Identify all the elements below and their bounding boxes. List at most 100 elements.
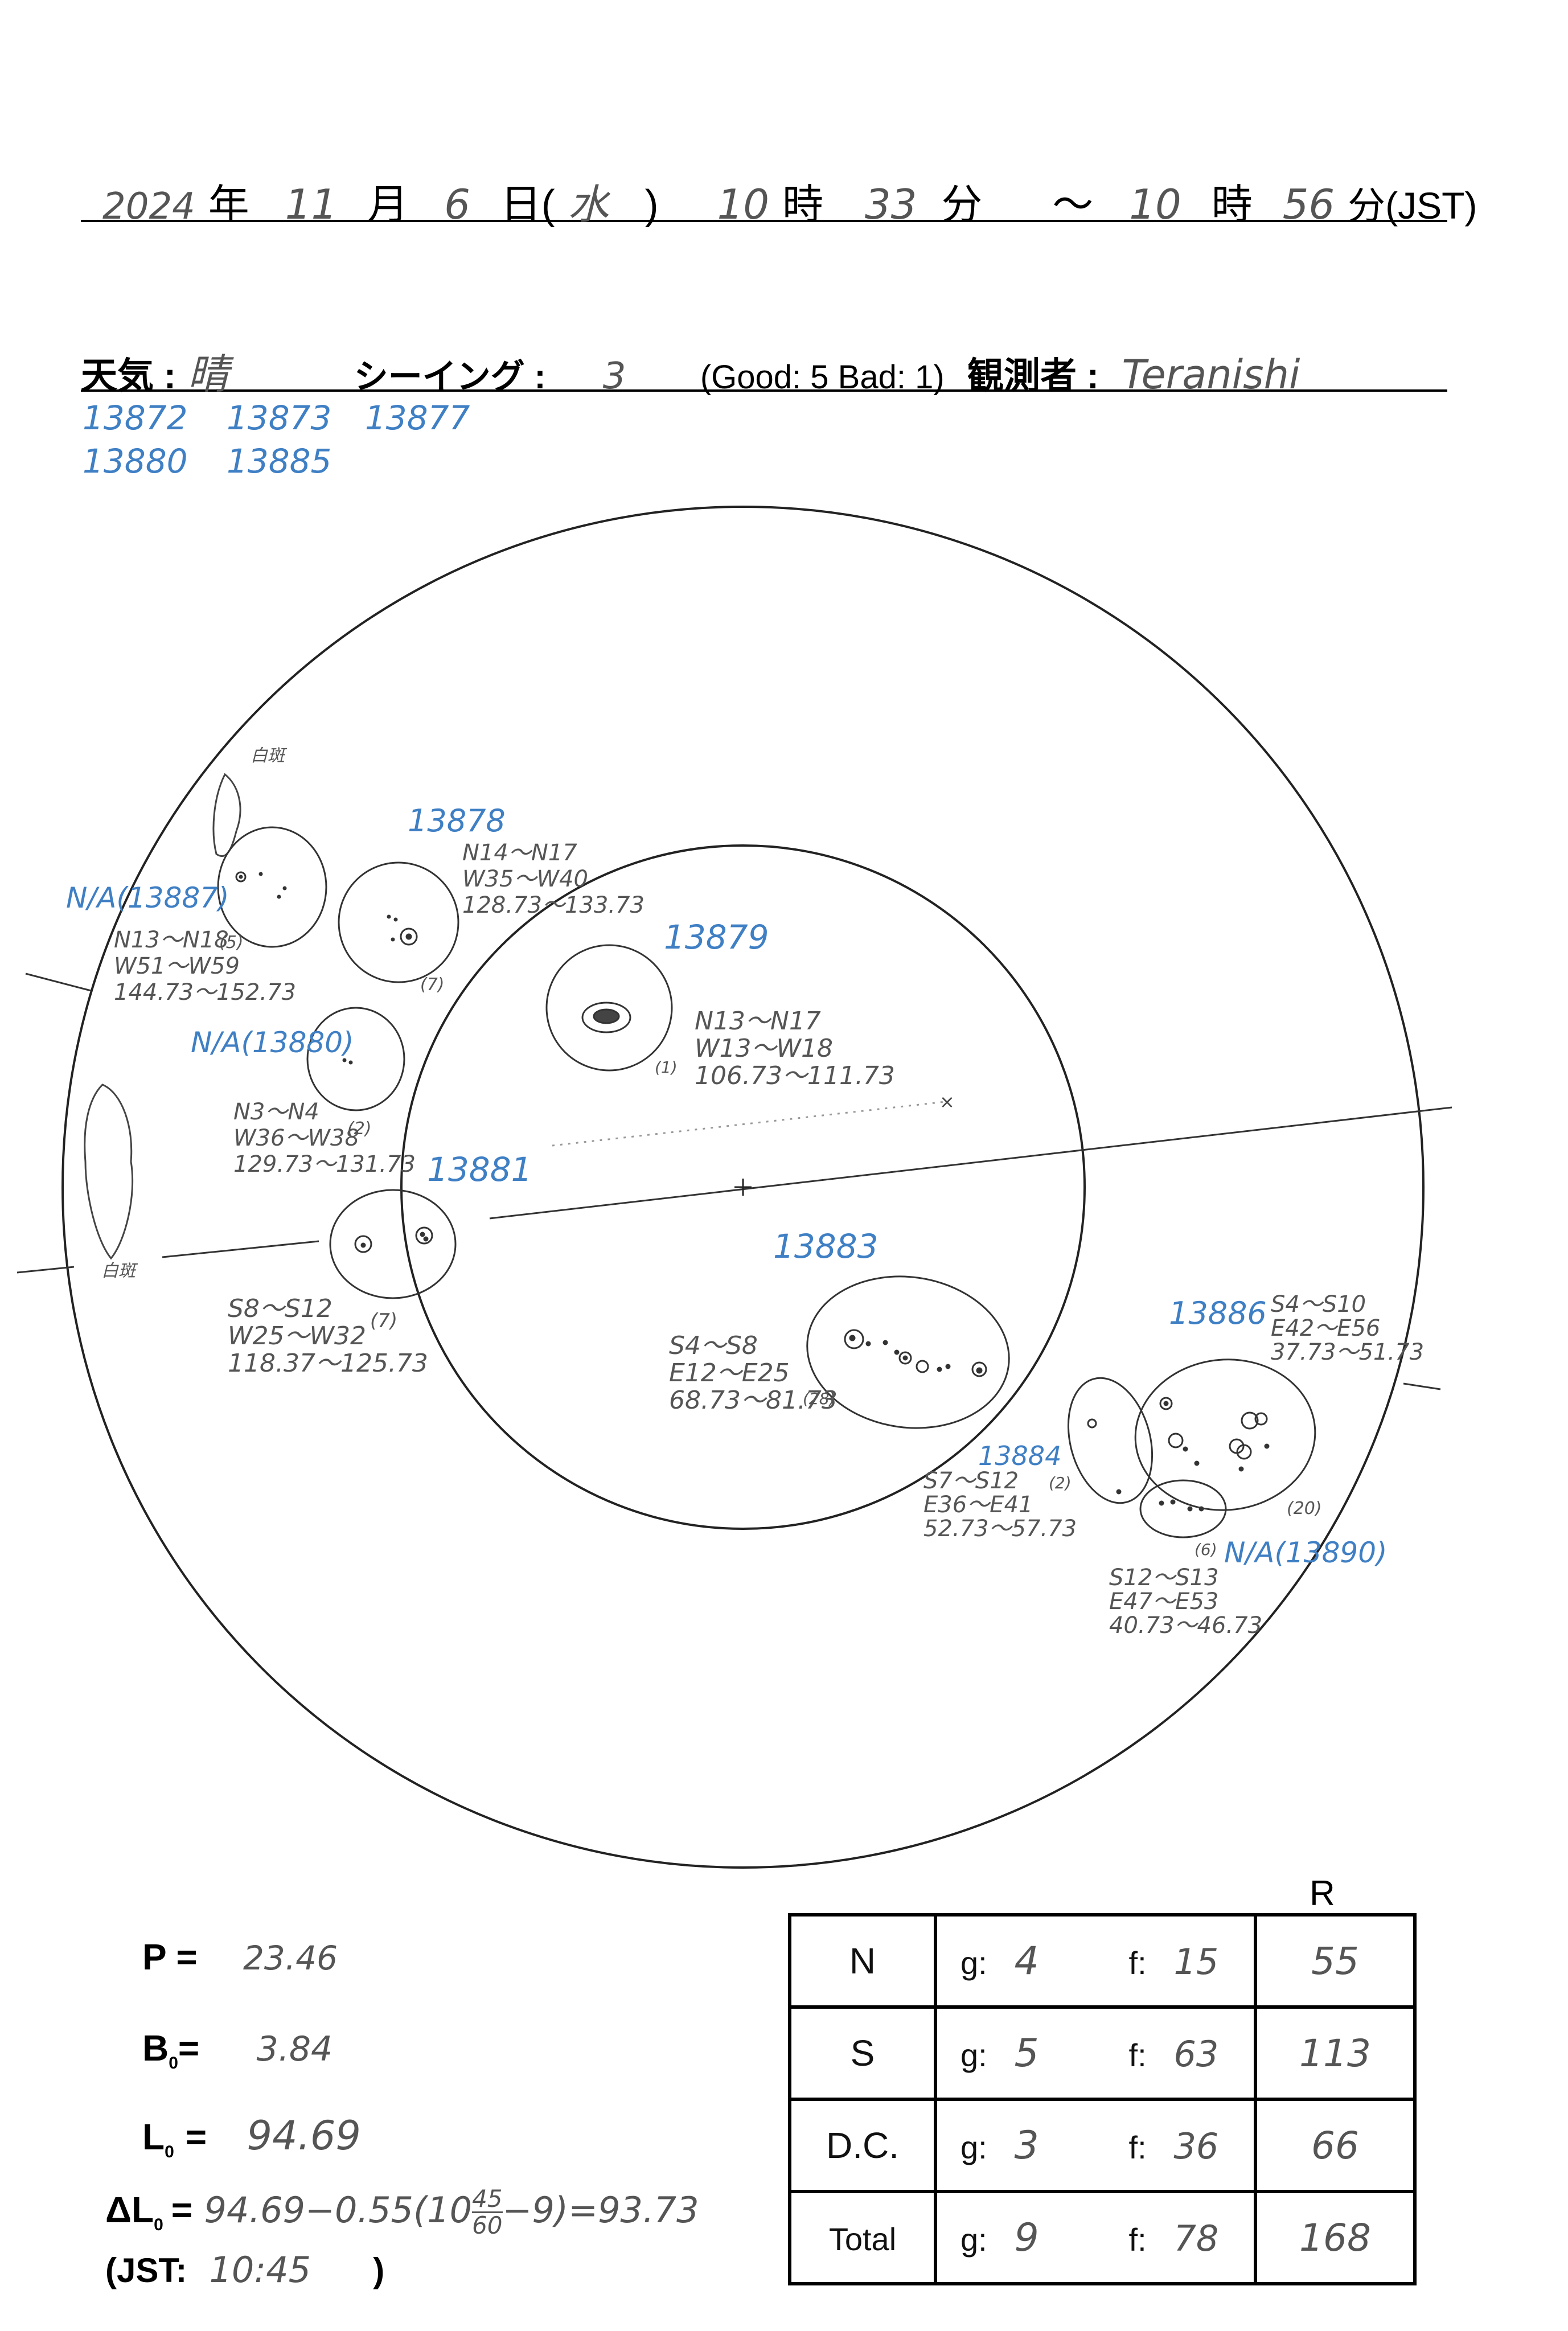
sunspot <box>898 1351 912 1365</box>
group-13881-label: 13881 <box>427 1150 532 1189</box>
sunspot <box>1163 1401 1169 1406</box>
sunspot <box>1187 1506 1193 1512</box>
sunspot <box>277 894 281 899</box>
weekday-close: ) <box>645 182 659 228</box>
summary-table: N g: 4 f: 15 55 S g: 5 f: 63 113 D.C. g:… <box>788 1913 1417 2285</box>
end-min-unit: 分(JST) <box>1348 184 1477 227</box>
day-value: 6 <box>444 180 470 228</box>
group-13890-lon: E47～E53 <box>1109 1589 1219 1615</box>
param-b0-sub: 0 <box>169 2053 178 2073</box>
group-13886-outline <box>1134 1359 1316 1511</box>
row-label-text: S <box>850 2033 875 2074</box>
sunspot <box>844 1329 864 1349</box>
group-13886-range: 37.73～51.73 <box>1271 1339 1425 1365</box>
end-hour-unit: 時 <box>1211 182 1253 228</box>
param-jst-close: ) <box>373 2251 385 2289</box>
sunspot <box>1264 1443 1270 1449</box>
equator-line-right <box>489 1106 1452 1220</box>
plage-outline-top <box>212 773 241 857</box>
group-13887-lat: N13～N18 <box>114 927 229 953</box>
group-13883-coords: S4～S8 E12～E25 68.73～81.73 <box>669 1332 838 1414</box>
param-b0-eq: = <box>178 2028 200 2069</box>
g-label: g: <box>960 2129 987 2165</box>
f-label: f: <box>1128 1944 1147 1981</box>
g-value: 9 <box>1014 2215 1039 2260</box>
region-list: 13872 13873 13877 13880 13885 <box>83 396 470 483</box>
sunspot-umbra <box>593 1008 620 1024</box>
solar-disk-outline <box>61 506 1425 1869</box>
r-column-header: R <box>1310 1874 1335 1913</box>
group-13881-outline <box>329 1189 457 1299</box>
group-13887-range: 144.73～152.73 <box>114 979 296 1006</box>
group-13886-label: 13886 <box>1169 1295 1267 1331</box>
day-unit: 日( <box>500 182 555 228</box>
row-label-text: N <box>849 1940 876 1981</box>
sunspot <box>1168 1433 1184 1448</box>
group-13890-coords: S12～S13 E47～E53 40.73～46.73 <box>1109 1566 1262 1638</box>
group-13887-coords: N13～N18 W51～W59 144.73～152.73 <box>114 927 296 1006</box>
f-label: f: <box>1128 2129 1147 2165</box>
sunspot <box>1183 1446 1188 1452</box>
param-jst-value: 10:45 <box>209 2249 311 2291</box>
month-unit: 月 <box>367 182 409 228</box>
sunspot <box>902 1355 908 1361</box>
group-13880-range: 129.73～131.73 <box>233 1151 416 1177</box>
param-l0-eq: = <box>185 2116 207 2157</box>
group-13883-outline <box>806 1275 1010 1429</box>
g-label: g: <box>960 2221 987 2258</box>
start-hour-unit: 時 <box>782 182 823 228</box>
sunspot <box>1198 1506 1204 1512</box>
param-p-label: P = <box>142 1936 198 1977</box>
group-13883-label: 13883 <box>773 1227 879 1266</box>
group-13886-lon: E42～E56 <box>1271 1315 1381 1341</box>
table-row: Total g: 9 f: 78 168 <box>788 2190 1417 2285</box>
g-label: g: <box>960 2037 987 2073</box>
param-dl0-eq: = <box>171 2189 193 2231</box>
region-list-row-2: 13880 13885 <box>83 440 470 483</box>
sunspot <box>945 1364 951 1369</box>
group-13887-count: (5) <box>219 933 244 953</box>
sunspot <box>239 875 243 879</box>
region-item: 13872 <box>83 399 188 437</box>
group-13878-count: (7) <box>420 975 445 995</box>
group-13881-lat: S8～S12 <box>228 1294 333 1323</box>
sunspot <box>405 933 412 940</box>
param-dl0-formula-a: 94.69−0.55(10 <box>204 2189 473 2231</box>
sunspots <box>235 871 1270 1512</box>
group-13883-count: (28) <box>803 1389 836 1408</box>
param-dl0-label: ΔL <box>105 2189 154 2231</box>
sunspot <box>865 1341 871 1347</box>
group-13879-lat: N13～N17 <box>695 1007 821 1036</box>
g-f-cell: g: 4 f: 15 <box>934 1913 1257 2009</box>
region-item: 13885 <box>226 442 332 481</box>
param-jst-label: (JST: <box>105 2251 187 2289</box>
r-value-cell: 55 <box>1254 1913 1417 2009</box>
group-13878-lon: W35～W40 <box>462 866 588 892</box>
time-range-tilde: ～ <box>1052 182 1094 228</box>
group-13881-coords: S8～S12 W25～W32 118.37～125.73 <box>228 1295 428 1377</box>
sunspot <box>916 1360 929 1373</box>
group-13879-range: 106.73～111.73 <box>695 1061 895 1090</box>
param-p: P = 23.46 <box>142 1936 338 1979</box>
seeing-scale: (Good: 5 Bad: 1) <box>700 359 945 396</box>
param-dl0-frac-den: 60 <box>472 2211 503 2239</box>
group-13879-outline <box>545 944 673 1072</box>
group-13881-range: 118.37～125.73 <box>228 1349 428 1378</box>
group-13880-outline <box>306 1007 405 1111</box>
sunspot <box>258 872 263 876</box>
sunspot <box>423 1236 429 1242</box>
region-list-row-1: 13872 13873 13877 <box>83 396 470 440</box>
end-min-value: 56 <box>1282 180 1335 228</box>
table-row: N g: 4 f: 15 55 <box>788 1913 1417 2009</box>
sunspot <box>235 871 247 883</box>
inner-reference-circle <box>400 844 1086 1530</box>
r-value: 66 <box>1311 2123 1359 2168</box>
sunspot <box>849 1335 856 1341</box>
weekday-value: 水 <box>568 180 609 228</box>
group-13886-count: (20) <box>1287 1499 1322 1519</box>
group-13884-outline <box>1067 1377 1154 1504</box>
group-13883-lat: S4～S8 <box>669 1331 758 1360</box>
